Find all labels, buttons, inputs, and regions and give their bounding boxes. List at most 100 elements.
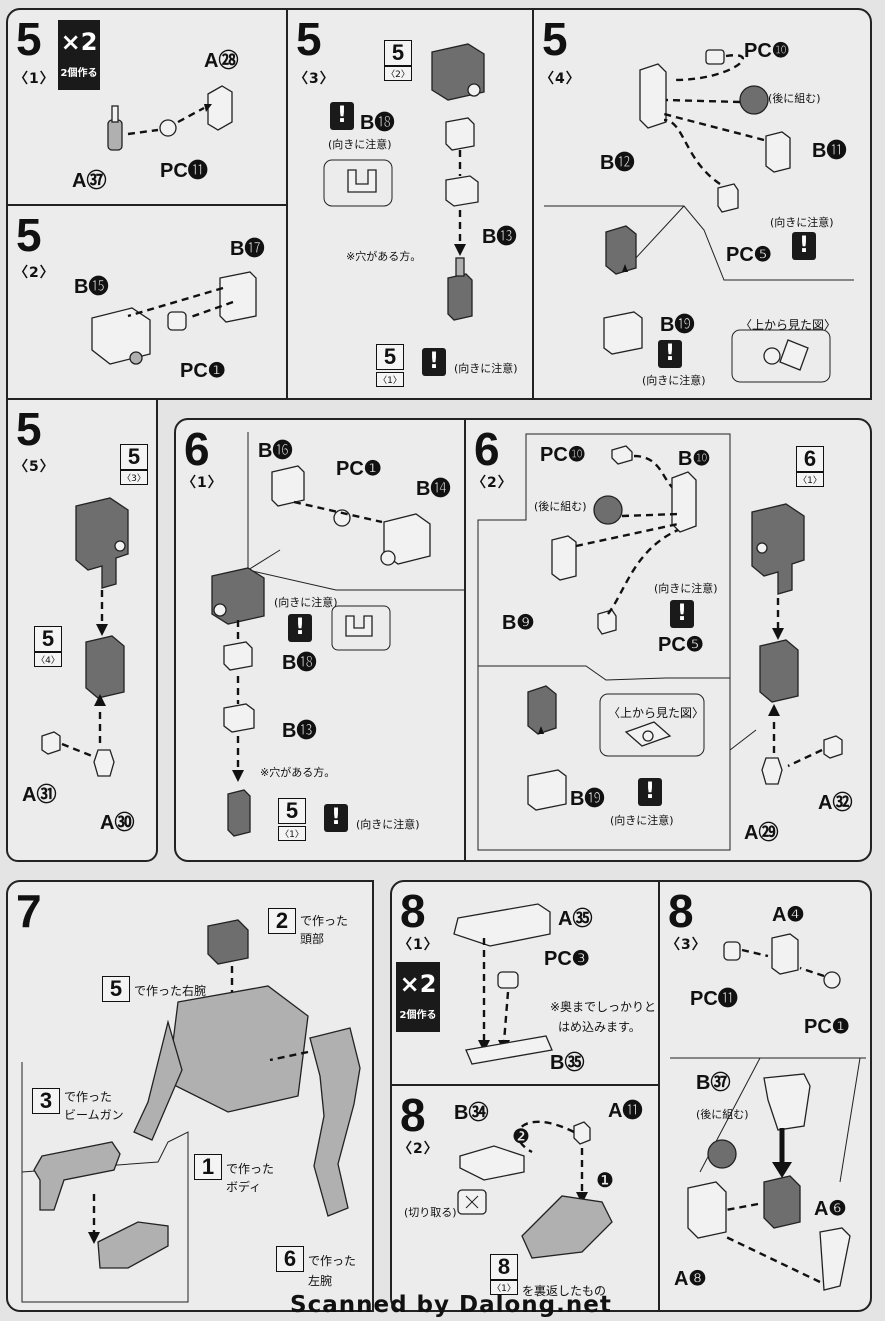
step-number: 6	[184, 423, 210, 475]
part-label: B⓰	[258, 440, 293, 462]
part-label: B⓳	[570, 788, 605, 810]
part-label: PC❿	[540, 444, 586, 466]
part-label: B⓳	[660, 314, 695, 336]
part-label: PC⓫	[160, 160, 208, 182]
panel-step-8-3: 8 〈3〉 A❹ PC⓫ PC❶ B㊲ (後に組む) A❻ A❽	[658, 880, 872, 1312]
caution-icon: !	[330, 102, 354, 130]
substep-label: 〈3〉	[294, 71, 335, 87]
step-number: 5	[296, 13, 322, 65]
caution-note: (向きに注意)	[770, 216, 834, 229]
part-label: B⓫	[812, 140, 847, 162]
step-number: 5	[16, 13, 42, 65]
reference-step-number: 1	[194, 1154, 222, 1180]
caution-icon: !	[792, 232, 816, 260]
order-marker: ❷	[512, 1124, 530, 1148]
part-label: A❹	[772, 904, 805, 926]
part-label: A㉘	[204, 50, 239, 72]
caution-icon: !	[658, 340, 682, 368]
panel-step-6-1: 6 〈1〉 B⓰ PC❶ B⓮ (向きに注意) ! B⓲ B⓭ ※穴がある方。 …	[174, 418, 468, 862]
part-label: B⓭	[482, 226, 517, 248]
reference-note: 頭部	[300, 932, 325, 946]
part-label: B❾	[502, 612, 535, 634]
view-from-top-label: 〈上から見た図〉	[608, 706, 705, 720]
caution-note: (向きに注意)	[328, 138, 392, 151]
substep-label: 〈2〉	[14, 265, 55, 281]
reference-step-number: 5	[120, 444, 148, 470]
part-label: B⓭	[282, 720, 317, 742]
part-label: B⓯	[74, 276, 109, 298]
panel-step-8-2: 8 〈2〉 B㉞ A⓫ (切り取る) ❷ ❶ 8 〈1〉 を裏返したもの	[390, 1084, 660, 1312]
quantity-badge-text: 2個作る	[60, 68, 98, 79]
panel-step-5-5: 5 〈5〉 5 〈3〉 5 〈4〉 A㉛ A㉚	[6, 398, 158, 862]
part-label: PC❸	[544, 948, 590, 970]
caution-note: (向きに注意)	[642, 374, 706, 387]
substep-label: 〈1〉	[14, 71, 55, 87]
reference-substep: 〈2〉	[384, 66, 412, 81]
view-from-top-label: 〈上から見た図〉	[740, 318, 837, 332]
assemble-later-note: (後に組む)	[768, 92, 821, 105]
step-number: 8	[400, 885, 426, 937]
part-label: A㉜	[818, 792, 853, 814]
part-label: B⓮	[416, 478, 451, 500]
cut-note: (切り取る)	[404, 1206, 457, 1219]
reference-note: ビームガン	[64, 1108, 124, 1122]
quantity-badge-count: ×2	[399, 970, 437, 998]
part-label: B⓲	[282, 652, 317, 674]
order-marker: ❶	[596, 1168, 614, 1192]
part-label: B❿	[678, 448, 711, 470]
reference-step-number: 3	[32, 1088, 60, 1114]
substep-label: 〈5〉	[14, 459, 55, 475]
reference-step-number: 5	[384, 40, 412, 66]
reference-note: で作った	[308, 1254, 357, 1268]
assembly-diagram	[91, 271, 257, 365]
reference-note: を裏返したもの	[522, 1284, 607, 1298]
reference-step-number: 2	[268, 908, 296, 934]
reference-note: で作った	[226, 1162, 275, 1176]
part-label: PC⓫	[690, 988, 738, 1010]
quantity-badge: ×2 2個作る	[396, 962, 440, 1032]
substep-label: 〈1〉	[182, 475, 223, 491]
reference-substep: 〈3〉	[120, 470, 148, 485]
quantity-badge: ×2 2個作る	[58, 20, 100, 90]
step-number: 6	[474, 423, 500, 475]
step-number: 5	[542, 13, 568, 65]
part-label: A㉟	[558, 908, 593, 930]
reference-substep: 〈1〉	[490, 1280, 518, 1295]
part-label: B㉟	[550, 1052, 585, 1074]
scanner-credit: Scanned by Dalong.net	[290, 1292, 612, 1318]
part-label: A⓫	[608, 1100, 643, 1122]
substep-label: 〈4〉	[540, 71, 581, 87]
assembly-diagram	[477, 433, 843, 851]
hole-note: ※穴がある方。	[346, 250, 422, 263]
caution-note: (向きに注意)	[454, 362, 518, 375]
part-label: A㉙	[744, 822, 779, 844]
part-label: B㊲	[696, 1072, 731, 1094]
part-label: A㉛	[22, 784, 57, 806]
part-label: B⓱	[230, 238, 265, 260]
reference-substep: 〈1〉	[278, 826, 306, 841]
caution-icon: !	[324, 804, 348, 832]
reference-step-number: 8	[490, 1254, 518, 1280]
substep-label: 〈2〉	[472, 475, 513, 491]
assembly-diagram	[211, 432, 468, 837]
caution-icon: !	[422, 348, 446, 376]
caution-note: (向きに注意)	[274, 596, 338, 609]
panel-step-6-2: 6 〈2〉 PC❿ B❿ (後に組む) B❾ (向きに注意) ! PC❺ 〈上か…	[464, 418, 872, 862]
part-label: PC❿	[744, 40, 790, 62]
assembly-diagram	[453, 903, 553, 1065]
reference-step-number: 5	[278, 798, 306, 824]
reference-note: ボディ	[226, 1180, 262, 1194]
reference-step-number: 5	[376, 344, 404, 370]
part-label: B㉞	[454, 1102, 489, 1124]
part-label: PC❶	[336, 458, 382, 480]
assembly-diagram	[323, 43, 485, 321]
assemble-later-note: (後に組む)	[696, 1108, 749, 1121]
caution-note: (向きに注意)	[654, 582, 718, 595]
substep-label: 〈3〉	[666, 937, 707, 953]
reference-step-number: 6	[276, 1246, 304, 1272]
assembly-diagram	[107, 85, 233, 151]
part-label: B⓲	[360, 112, 395, 134]
reference-note: で作った右腕	[134, 984, 207, 998]
panel-step-5-3: 5 〈3〉 5 〈2〉 ! B⓲ (向きに注意) B⓭ ※穴がある方。 5 〈1…	[286, 8, 534, 400]
reference-substep: 〈1〉	[376, 372, 404, 387]
